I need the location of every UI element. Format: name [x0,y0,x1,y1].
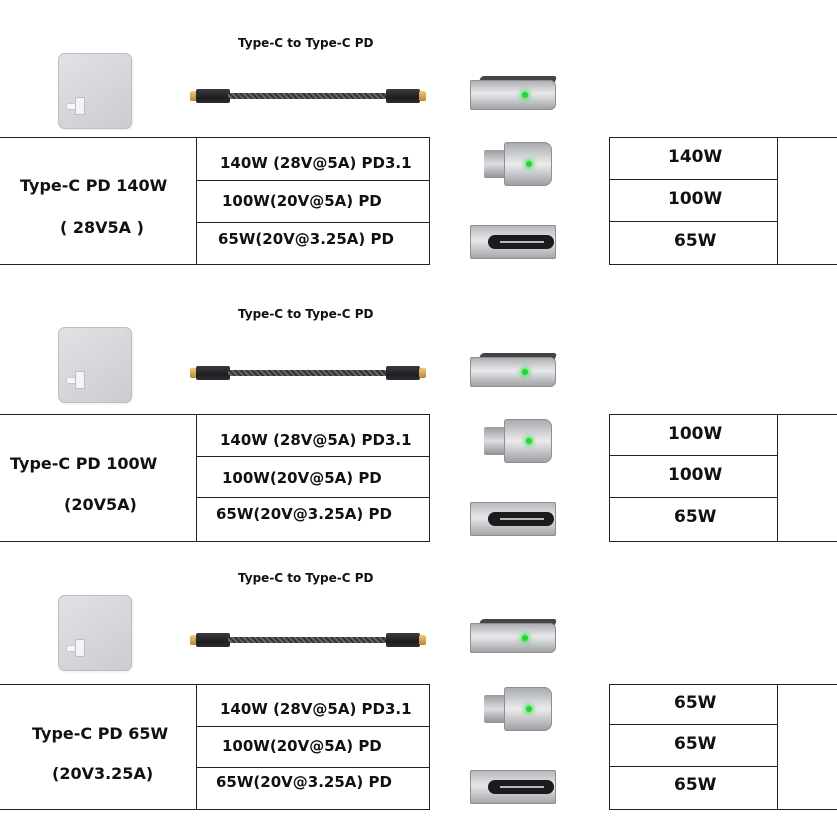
usb-c-charger-icon [58,595,132,671]
usb-c-charger-icon [58,327,132,403]
charger-rating: (20V5A) [64,495,137,514]
magsafe-connector-icon [470,619,558,655]
charger-rating: (20V3.25A) [52,764,154,783]
section-100w: Type-C to Type-C PD Type-C PD 100W (20V5… [0,277,837,542]
output-watt: 100W [668,424,723,444]
section-140w: Type-C to Type-C PD Type-C PD 140W ( 28V… [0,0,837,265]
magsafe-plug-icon [484,142,552,186]
usb-c-port-icon [470,770,556,804]
spec-row: 140W (28V@5A) PD3.1 [220,700,412,718]
cable-label: Type-C to Type-C PD [238,36,374,50]
usb-c-port-icon [470,502,556,536]
output-watt: 100W [668,189,723,209]
output-watt: 65W [674,231,717,251]
output-watt: 140W [668,147,723,167]
output-watt: 65W [674,734,717,754]
spec-row: 100W(20V@5A) PD [222,469,382,487]
usb-c-port-icon [470,225,556,259]
cable-label: Type-C to Type-C PD [238,307,374,321]
charger-name: Type-C PD 100W [10,454,158,473]
cable-label: Type-C to Type-C PD [238,571,374,585]
magsafe-plug-icon [484,419,552,463]
spec-row: 140W (28V@5A) PD3.1 [220,431,412,449]
magsafe-connector-icon [470,76,558,112]
output-watt: 65W [674,693,717,713]
magsafe-connector-icon [470,353,558,389]
charger-name: Type-C PD 65W [32,724,169,743]
usb-c-cable-icon [190,633,426,647]
spec-row: 65W(20V@3.25A) PD [218,230,394,248]
output-watt: 100W [668,465,723,485]
spec-row: 140W (28V@5A) PD3.1 [220,154,412,172]
charger-name: Type-C PD 140W [20,176,168,195]
usb-c-cable-icon [190,89,426,103]
spec-row: 65W(20V@3.25A) PD [216,505,392,523]
spec-row: 100W(20V@5A) PD [222,192,382,210]
spec-row: 65W(20V@3.25A) PD [216,773,392,791]
charger-rating: ( 28V5A ) [60,218,144,237]
usb-c-charger-icon [58,53,132,129]
output-watt: 65W [674,775,717,795]
magsafe-plug-icon [484,687,552,731]
output-watt: 65W [674,507,717,527]
section-65w: Type-C to Type-C PD Type-C PD 65W (20V3.… [0,545,837,810]
spec-row: 100W(20V@5A) PD [222,737,382,755]
usb-c-cable-icon [190,366,426,380]
